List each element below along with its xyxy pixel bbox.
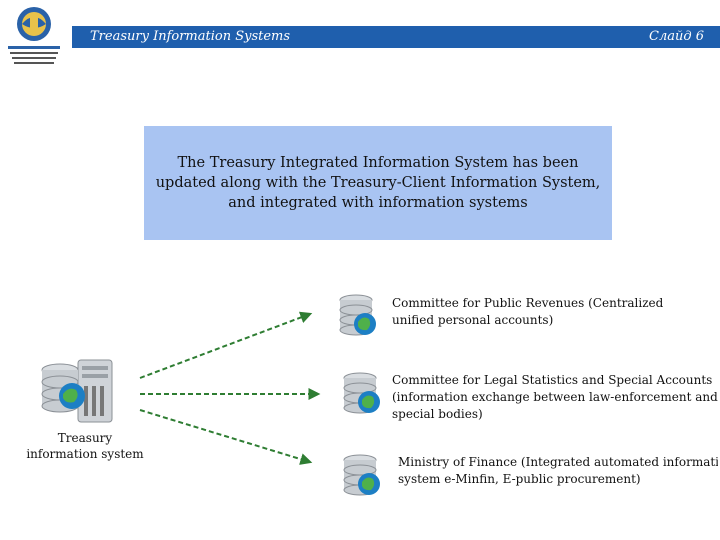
arrow-to-revenues [139, 311, 313, 379]
summary-text: The Treasury Integrated Information Syst… [155, 155, 601, 211]
header-title: Treasury Information Systems [90, 29, 291, 44]
revenues-database-icon [339, 294, 376, 336]
finance-ministry-label: Ministry of Finance (Integrated automate… [398, 455, 718, 486]
statistics-database-icon [343, 372, 380, 414]
statistics-committee-label: Committee for Legal Statistics and Speci… [392, 373, 718, 421]
summary-callout: The Treasury Integrated Information Syst… [144, 126, 612, 240]
slide-number: Слайд 6 [649, 29, 704, 44]
treasury-system-label: Treasury information system [26, 431, 144, 461]
finance-database-icon [343, 454, 380, 496]
treasury-emblem-logo [2, 2, 66, 66]
header-bar [72, 26, 720, 48]
arrow-to-finance [139, 409, 313, 465]
revenues-committee-label: Committee for Public Revenues (Centraliz… [392, 296, 664, 327]
treasury-server-icon [41, 359, 113, 423]
